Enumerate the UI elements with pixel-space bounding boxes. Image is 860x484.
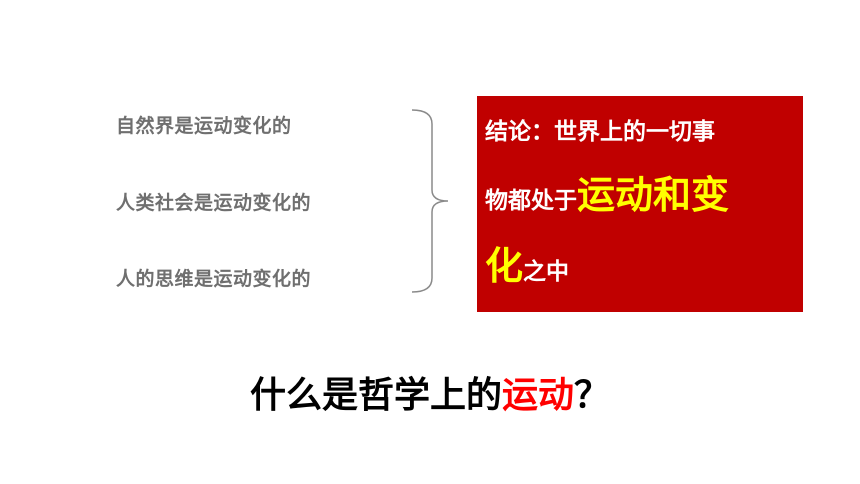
conclusion-line-3: 化 之中 — [485, 235, 795, 290]
premise-2: 人类社会是运动变化的 — [116, 192, 312, 214]
question-prefix: 什么是哲学上的 — [249, 375, 502, 416]
question-highlight: 运动 — [501, 375, 574, 416]
conclusion-box: 结论：世界上的一切事 物都处于 运动和变 化 之中 — [477, 96, 803, 312]
conclusion-text-2: 物都处于 — [485, 188, 577, 214]
conclusion-text-1: 结论：世界上的一切事 — [485, 119, 715, 145]
premise-1: 自然界是运动变化的 — [116, 115, 292, 137]
question-mark: ？ — [574, 375, 611, 416]
conclusion-highlight-1: 运动和变 — [577, 173, 730, 217]
conclusion-highlight-2: 化 — [485, 244, 524, 288]
conclusion-line-2: 物都处于 运动和变 — [485, 164, 795, 219]
conclusion-text-3: 之中 — [523, 259, 570, 285]
right-brace — [411, 109, 449, 293]
conclusion-line-1: 结论：世界上的一切事 — [485, 112, 795, 146]
question-title: 什么是哲学上的运动？ — [0, 366, 860, 418]
premise-3: 人的思维是运动变化的 — [116, 268, 312, 290]
